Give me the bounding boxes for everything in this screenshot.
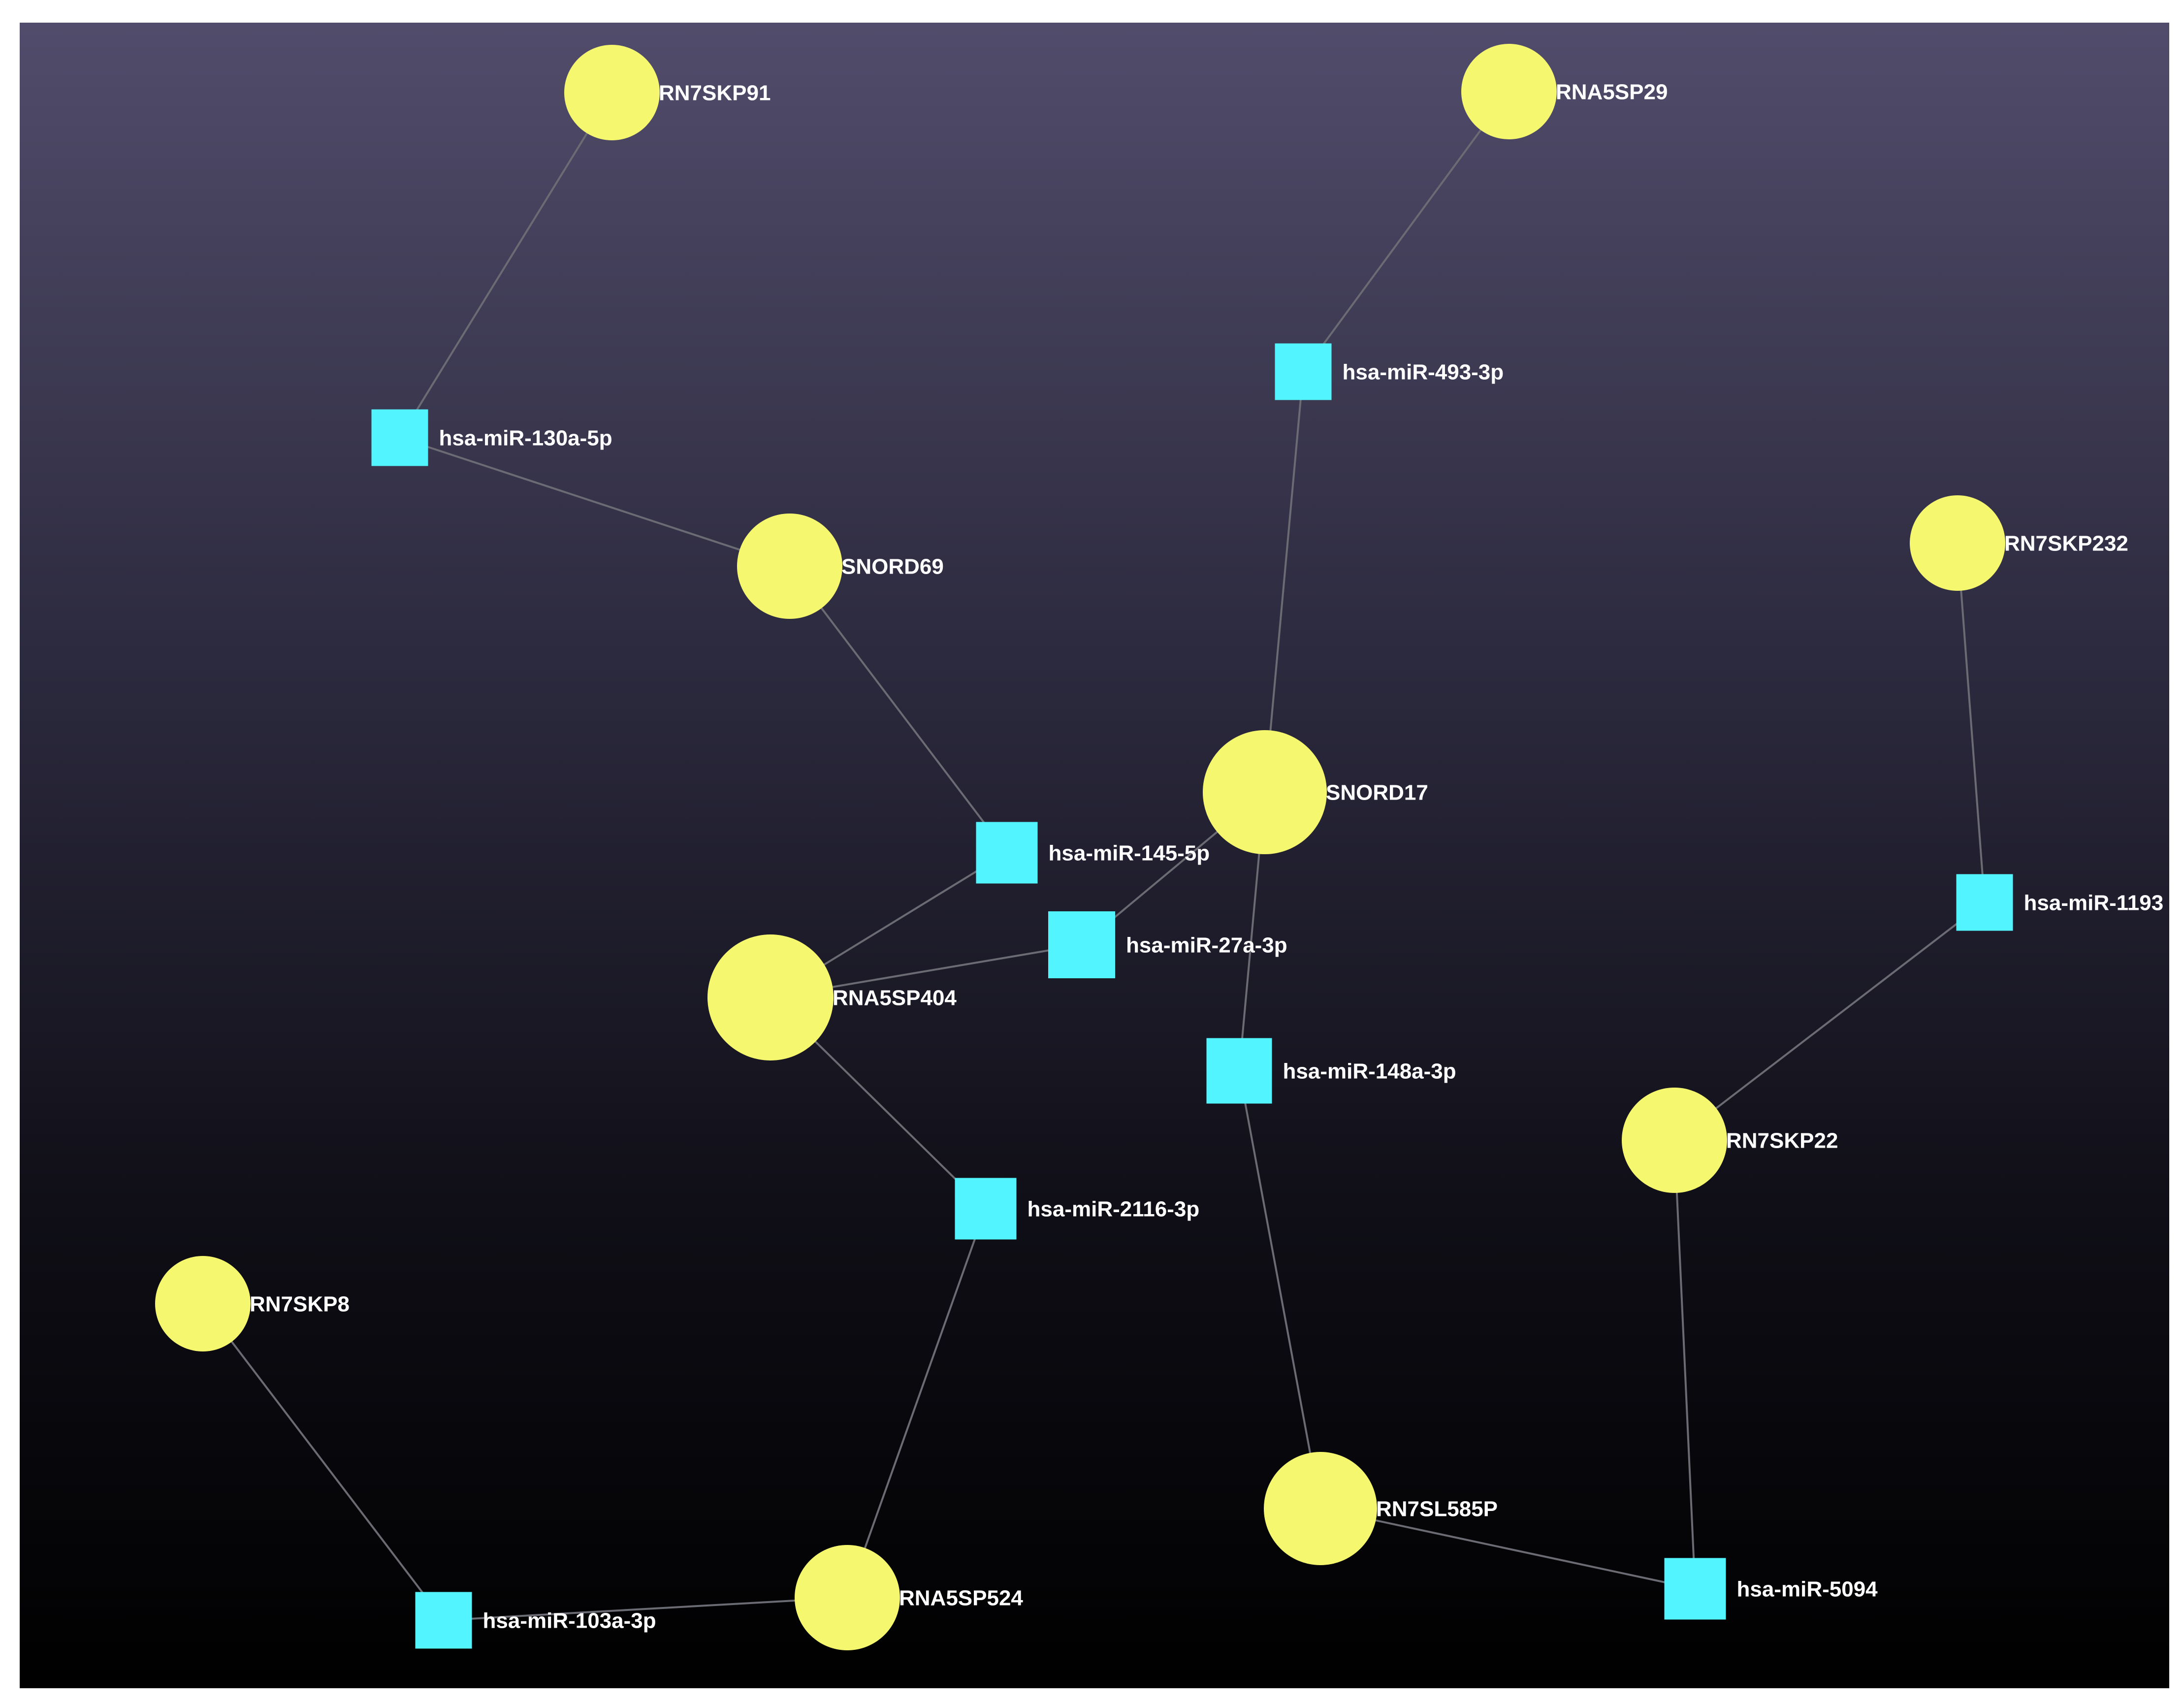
node-label: hsa-miR-493-3p xyxy=(1343,360,1504,384)
node-label: hsa-miR-1193 xyxy=(2024,891,2164,915)
edge-hsa-miR-148a-3p-RN7SL585P xyxy=(1238,1070,1321,1509)
node-label: RNA5SP524 xyxy=(899,1586,1023,1610)
edge-hsa-miR-1193-RN7SKP232 xyxy=(1957,543,1986,903)
node-hsa-mir-5094[interactable]: hsa-miR-5094 xyxy=(1664,1558,1878,1620)
edge-RN7SKP91-hsa-miR-130a-5p xyxy=(399,92,613,439)
edge-hsa-miR-493-3p-SNORD17 xyxy=(1264,371,1304,793)
mirna-node-square[interactable] xyxy=(955,1178,1017,1240)
edge-RNA5SP524-hsa-miR-103a-3p xyxy=(443,1597,848,1621)
node-label: SNORD17 xyxy=(1326,780,1428,804)
gene-node-circle[interactable] xyxy=(795,1545,900,1650)
node-rn7skp91[interactable]: RN7SKP91 xyxy=(564,45,771,140)
node-label: RNA5SP29 xyxy=(1556,80,1668,104)
gene-node-circle[interactable] xyxy=(1203,730,1327,854)
node-label: RN7SL585P xyxy=(1376,1497,1498,1521)
node-hsa-mir-2116-3p[interactable]: hsa-miR-2116-3p xyxy=(955,1178,1200,1240)
network-canvas[interactable] xyxy=(20,23,2169,1688)
node-rn7sl585p[interactable]: RN7SL585P xyxy=(1264,1452,1498,1565)
edge-hsa-miR-5094-RN7SKP22 xyxy=(1673,1140,1696,1589)
node-hsa-mir-103a-3p[interactable]: hsa-miR-103a-3p xyxy=(415,1592,656,1649)
node-hsa-mir-493-3p[interactable]: hsa-miR-493-3p xyxy=(1275,343,1504,400)
mirna-node-square[interactable] xyxy=(371,409,428,466)
mirna-node-square[interactable] xyxy=(1048,911,1115,978)
mirna-node-square[interactable] xyxy=(976,822,1038,884)
node-hsa-mir-27a-3p[interactable]: hsa-miR-27a-3p xyxy=(1048,911,1287,978)
node-rna5sp29[interactable]: RNA5SP29 xyxy=(1461,44,1668,139)
mirna-node-square[interactable] xyxy=(1275,343,1332,400)
node-snord69[interactable]: SNORD69 xyxy=(737,514,944,619)
node-label: SNORD69 xyxy=(841,554,944,578)
node-label: RNA5SP404 xyxy=(833,986,957,1010)
node-rn7skp22[interactable]: RN7SKP22 xyxy=(1622,1088,1838,1193)
node-rna5sp524[interactable]: RNA5SP524 xyxy=(795,1545,1023,1650)
mirna-node-square[interactable] xyxy=(1956,874,2013,931)
gene-node-circle[interactable] xyxy=(564,45,660,140)
gene-node-circle[interactable] xyxy=(1622,1088,1727,1193)
gene-node-circle[interactable] xyxy=(707,934,834,1060)
edge-hsa-miR-130a-5p-SNORD69 xyxy=(399,437,790,567)
node-label: hsa-miR-130a-5p xyxy=(439,426,612,450)
mirna-node-square[interactable] xyxy=(415,1592,472,1649)
node-label: RN7SKP22 xyxy=(1726,1128,1838,1153)
node-rn7skp232[interactable]: RN7SKP232 xyxy=(1910,495,2128,591)
node-hsa-mir-148a-3p[interactable]: hsa-miR-148a-3p xyxy=(1206,1038,1456,1104)
node-rna5sp404[interactable]: RNA5SP404 xyxy=(707,934,957,1060)
mirna-node-square[interactable] xyxy=(1206,1038,1272,1104)
node-hsa-mir-1193[interactable]: hsa-miR-1193 xyxy=(1956,874,2164,931)
gene-node-circle[interactable] xyxy=(1910,495,2005,591)
node-hsa-mir-130a-5p[interactable]: hsa-miR-130a-5p xyxy=(371,409,612,466)
node-label: RN7SKP232 xyxy=(2004,531,2128,555)
edge-RN7SKP22-hsa-miR-1193 xyxy=(1673,901,1986,1141)
edge-SNORD69-hsa-miR-145-5p xyxy=(789,565,1008,854)
node-label: hsa-miR-27a-3p xyxy=(1126,933,1287,957)
edge-RNA5SP29-hsa-miR-493-3p xyxy=(1302,91,1510,373)
gene-node-circle[interactable] xyxy=(1264,1452,1377,1565)
edge-hsa-miR-2116-3p-RNA5SP524 xyxy=(846,1208,987,1598)
node-rn7skp8[interactable]: RN7SKP8 xyxy=(155,1256,350,1351)
mirna-node-square[interactable] xyxy=(1664,1558,1726,1620)
node-label: RN7SKP8 xyxy=(250,1292,350,1316)
nodes-layer: RN7SKP91 RNA5SP29 hsa-miR-493-3p hsa-miR-13… xyxy=(155,44,2163,1650)
node-label: hsa-miR-145-5p xyxy=(1049,841,1210,865)
edge-hsa-miR-103a-3p-RN7SKP8 xyxy=(202,1303,445,1621)
gene-node-circle[interactable] xyxy=(737,514,842,619)
node-snord17[interactable]: SNORD17 xyxy=(1203,730,1428,854)
node-hsa-mir-145-5p[interactable]: hsa-miR-145-5p xyxy=(976,822,1210,884)
gene-node-circle[interactable] xyxy=(1461,44,1557,139)
node-label: hsa-miR-5094 xyxy=(1737,1577,1878,1601)
node-label: hsa-miR-2116-3p xyxy=(1028,1197,1200,1221)
gene-node-circle[interactable] xyxy=(155,1256,251,1351)
node-label: hsa-miR-148a-3p xyxy=(1283,1059,1456,1083)
edge-RN7SL585P-hsa-miR-5094 xyxy=(1320,1508,1696,1590)
node-label: hsa-miR-103a-3p xyxy=(483,1608,656,1633)
node-label: RN7SKP91 xyxy=(659,81,771,105)
